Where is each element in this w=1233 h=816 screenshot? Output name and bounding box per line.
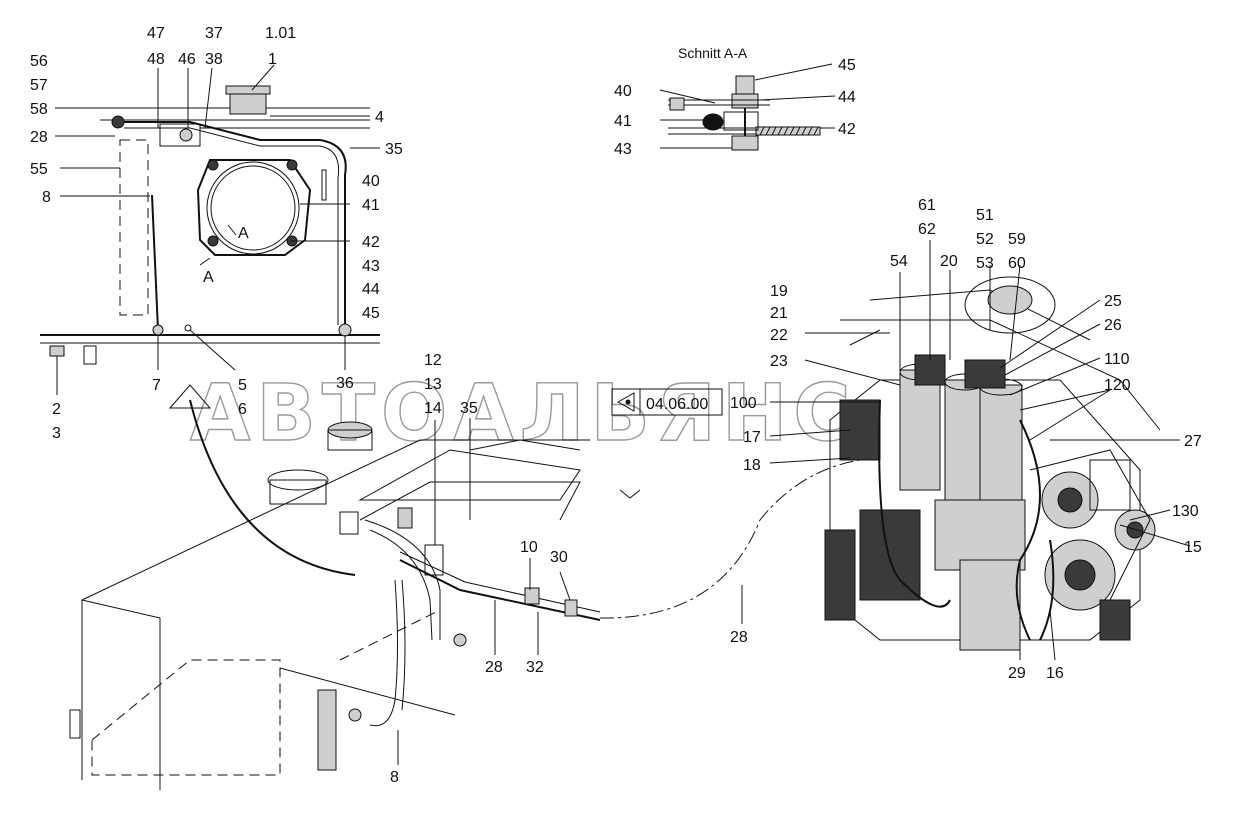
callout-62: 62 — [918, 221, 936, 238]
callout-61: 61 — [918, 197, 936, 214]
callout-20: 20 — [940, 253, 958, 270]
callout-25: 25 — [1104, 293, 1122, 310]
callout-23: 23 — [770, 353, 788, 370]
callout-2: 2 — [52, 401, 61, 418]
callout-1: 1 — [268, 51, 277, 68]
tank-strap-shape — [317, 689, 337, 771]
filter-1-shape — [899, 369, 941, 491]
callout-29: 29 — [1008, 665, 1026, 682]
callout-48: 48 — [147, 51, 165, 68]
callout-45-top: 45 — [362, 305, 380, 322]
callout-57: 57 — [30, 77, 48, 94]
callout-41-top: 41 — [362, 197, 380, 214]
callout-42-top: 42 — [362, 234, 380, 251]
seal-ring-shape — [702, 113, 724, 131]
reference-box: 04.06.00 — [611, 388, 723, 416]
callout-53: 53 — [976, 255, 994, 272]
section-mark-a-upper: A — [238, 225, 249, 242]
filter-2-shape — [944, 379, 986, 501]
callout-14: 14 — [424, 400, 442, 417]
leader-lines — [55, 63, 1191, 765]
callout-44-section: 44 — [838, 89, 856, 106]
cover-flange-shape — [196, 159, 312, 256]
callout-8-bottom: 8 — [390, 769, 399, 786]
callout-37: 37 — [205, 25, 223, 42]
callout-17: 17 — [743, 429, 761, 446]
tank-top-view: A A — [40, 85, 380, 576]
callout-10: 10 — [520, 539, 538, 556]
callout-35-top: 35 — [385, 141, 403, 158]
callout-5: 5 — [238, 377, 247, 394]
callout-43-top: 43 — [362, 258, 380, 275]
level-sender-outline — [119, 139, 149, 316]
callout-120: 120 — [1104, 377, 1131, 394]
callout-35-bottom: 35 — [460, 400, 478, 417]
callout-4: 4 — [375, 109, 384, 126]
callout-21: 21 — [770, 305, 788, 322]
callout-41-section: 41 — [614, 113, 632, 130]
callout-28-mid: 28 — [485, 659, 503, 676]
callout-56: 56 — [30, 53, 48, 70]
callout-100: 100 — [730, 395, 757, 412]
callout-30: 30 — [550, 549, 568, 566]
fuel-line-path — [599, 459, 861, 619]
callout-12: 12 — [424, 352, 442, 369]
callout-40-top: 40 — [362, 173, 380, 190]
callout-27: 27 — [1184, 433, 1202, 450]
callout-44-top: 44 — [362, 281, 380, 298]
callout-13: 13 — [424, 376, 442, 393]
callout-45-section: 45 — [838, 57, 856, 74]
callout-51: 51 — [976, 207, 994, 224]
filler-cap-shape — [229, 91, 267, 115]
callout-52: 52 — [976, 231, 994, 248]
callout-47: 47 — [147, 25, 165, 42]
callout-36: 36 — [336, 375, 354, 392]
watermark: АВТОАЛЬЯНС — [190, 369, 857, 459]
section-a-a-detail: Schnitt A-A — [668, 45, 821, 151]
callout-6: 6 — [238, 401, 247, 418]
callout-1-01: 1.01 — [265, 25, 296, 42]
filter-3-shape — [979, 384, 1023, 506]
callout-38: 38 — [205, 51, 223, 68]
callout-46: 46 — [178, 51, 196, 68]
callout-130: 130 — [1172, 503, 1199, 520]
air-intake-shape — [964, 276, 1056, 334]
section-mark-a-lower: A — [203, 269, 214, 286]
callout-3: 3 — [52, 425, 61, 442]
callout-40-section: 40 — [614, 83, 632, 100]
callout-19: 19 — [770, 283, 788, 300]
engine-assembly — [824, 276, 1161, 651]
callout-60: 60 — [1008, 255, 1026, 272]
view-arrow-shape — [189, 399, 356, 576]
tank-iso-view — [69, 421, 861, 790]
callout-15: 15 — [1184, 539, 1202, 556]
reference-code: 04.06.00 — [646, 396, 708, 413]
callout-42-section: 42 — [838, 121, 856, 138]
callout-32: 32 — [526, 659, 544, 676]
callout-26: 26 — [1104, 317, 1122, 334]
callout-8-top: 8 — [42, 189, 51, 206]
callout-55: 55 — [30, 161, 48, 178]
callout-110: 110 — [1104, 351, 1130, 368]
callout-18: 18 — [743, 457, 761, 474]
callout-28-right: 28 — [730, 629, 748, 646]
callout-59: 59 — [1008, 231, 1026, 248]
callout-labels: 47 48 37 38 1.01 46 1 56 57 58 28 55 8 4… — [30, 25, 1202, 786]
callout-22: 22 — [770, 327, 788, 344]
callout-58: 58 — [30, 101, 48, 118]
callout-54: 54 — [890, 253, 908, 270]
section-title: Schnitt A-A — [678, 45, 748, 61]
bolt-head-shape — [735, 75, 755, 97]
callout-28-top: 28 — [30, 129, 48, 146]
callout-7: 7 — [152, 377, 161, 394]
callout-43-section: 43 — [614, 141, 632, 158]
callout-16: 16 — [1046, 665, 1064, 682]
